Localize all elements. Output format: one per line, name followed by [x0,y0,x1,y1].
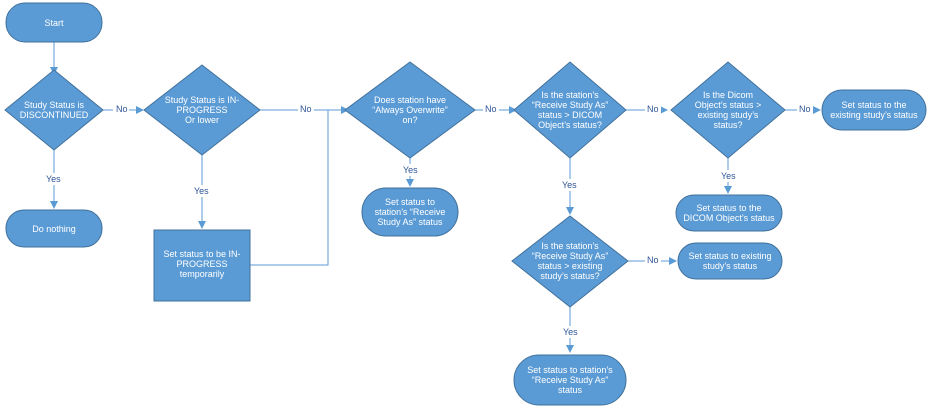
node-label-line: temporarily [180,269,225,279]
node-label-line: “Receive Study As” [532,375,609,385]
node-label-line: Object’s status > [695,100,762,110]
node-label-line: “Receive Study As” [532,100,609,110]
node-label-line: Is the station’s [541,241,599,251]
label-receive-existing-yes: Yes [563,327,578,337]
node-label-line: Set status to existing [688,251,771,261]
node-label-line: status > DICOM [538,110,602,120]
node-label-line: Do nothing [32,224,76,234]
node-label-line: station’s “Receive [375,207,446,217]
node-decision-receive-gt-dicom[interactable]: Is the station’s“Receive Study As”status… [513,61,627,159]
label-overwrite-yes: Yes [403,165,418,175]
node-label-line: Set status to the [696,203,761,213]
node-label-line: DISCONTINUED [20,110,89,120]
node-label-line: Set status to station’s [527,365,613,375]
node-set-receive-study-as-2[interactable]: Set status to station’s“Receive Study As… [513,354,627,406]
node-label-line: status? [713,120,742,130]
node-label-line: Set status to [385,197,435,207]
node-do-nothing-label: Do nothing [32,224,76,234]
node-label-line: PROGRESS [176,259,227,269]
label-receive-dicom-no: No [647,104,659,114]
node-decision-always-overwrite[interactable]: Does station have“Always Overwrite”on? [344,61,476,159]
node-decision-receive-gt-dicom-label: Is the station’s“Receive Study As”status… [532,90,609,130]
node-label-line: on? [402,115,417,125]
node-label-line: PROGRESS [176,105,227,115]
node-label-line: Start [44,18,64,28]
label-discontinued-no: No [116,104,128,114]
label-overwrite-no: No [485,104,497,114]
node-label-line: “Receive Study As” [532,251,609,261]
node-label-line: Is the Dicom [703,90,753,100]
node-decision-always-overwrite-label: Does station have“Always Overwrite”on? [372,95,448,125]
label-discontinued-yes: Yes [46,174,61,184]
label-inprogress-yes: Yes [194,186,209,196]
node-label-line: status [558,385,583,395]
node-start-label: Start [44,18,64,28]
node-set-receive-study-as-2-label: Set status to station’s“Receive Study As… [527,365,613,395]
node-label-line: Study Status is IN- [165,95,240,105]
node-start[interactable]: Start [5,2,103,43]
node-label-line: Object’s status? [538,120,602,130]
edge-labels: No Yes No Yes No Yes No Yes No Yes No Ye… [45,103,813,338]
label-dicom-existing-no: No [799,104,811,114]
node-label-line: study’s status? [540,271,599,281]
node-label-line: Set status to be IN- [163,249,240,259]
node-label-line: Is the station’s [541,90,599,100]
node-label-line: “Always Overwrite” [372,105,448,115]
node-label-line: existing study’s status [830,110,918,120]
label-inprogress-no: No [300,104,312,114]
node-label-line: Or lower [185,115,219,125]
label-receive-dicom-yes: Yes [562,180,577,190]
node-label-line: Set status to the [841,100,906,110]
node-label-line: Study As” status [377,217,443,227]
node-label-line: Study Status is [24,100,85,110]
node-decision-receive-gt-existing-label: Is the station’s“Receive Study As”status… [532,241,609,281]
node-decision-receive-gt-existing[interactable]: Is the station’s“Receive Study As”status… [511,215,629,308]
node-label-line: existing study’s [698,110,759,120]
node-label-line: Does station have [374,95,446,105]
label-dicom-existing-yes: Yes [721,171,736,181]
node-do-nothing[interactable]: Do nothing [5,209,103,248]
label-receive-existing-no: No [647,255,659,265]
node-label-line: DICOM Object’s status [683,213,775,223]
edge-temporarily-to-overwrite [250,110,329,266]
node-label-line: status > existing [538,261,603,271]
node-label-line: study’s status [703,261,758,271]
